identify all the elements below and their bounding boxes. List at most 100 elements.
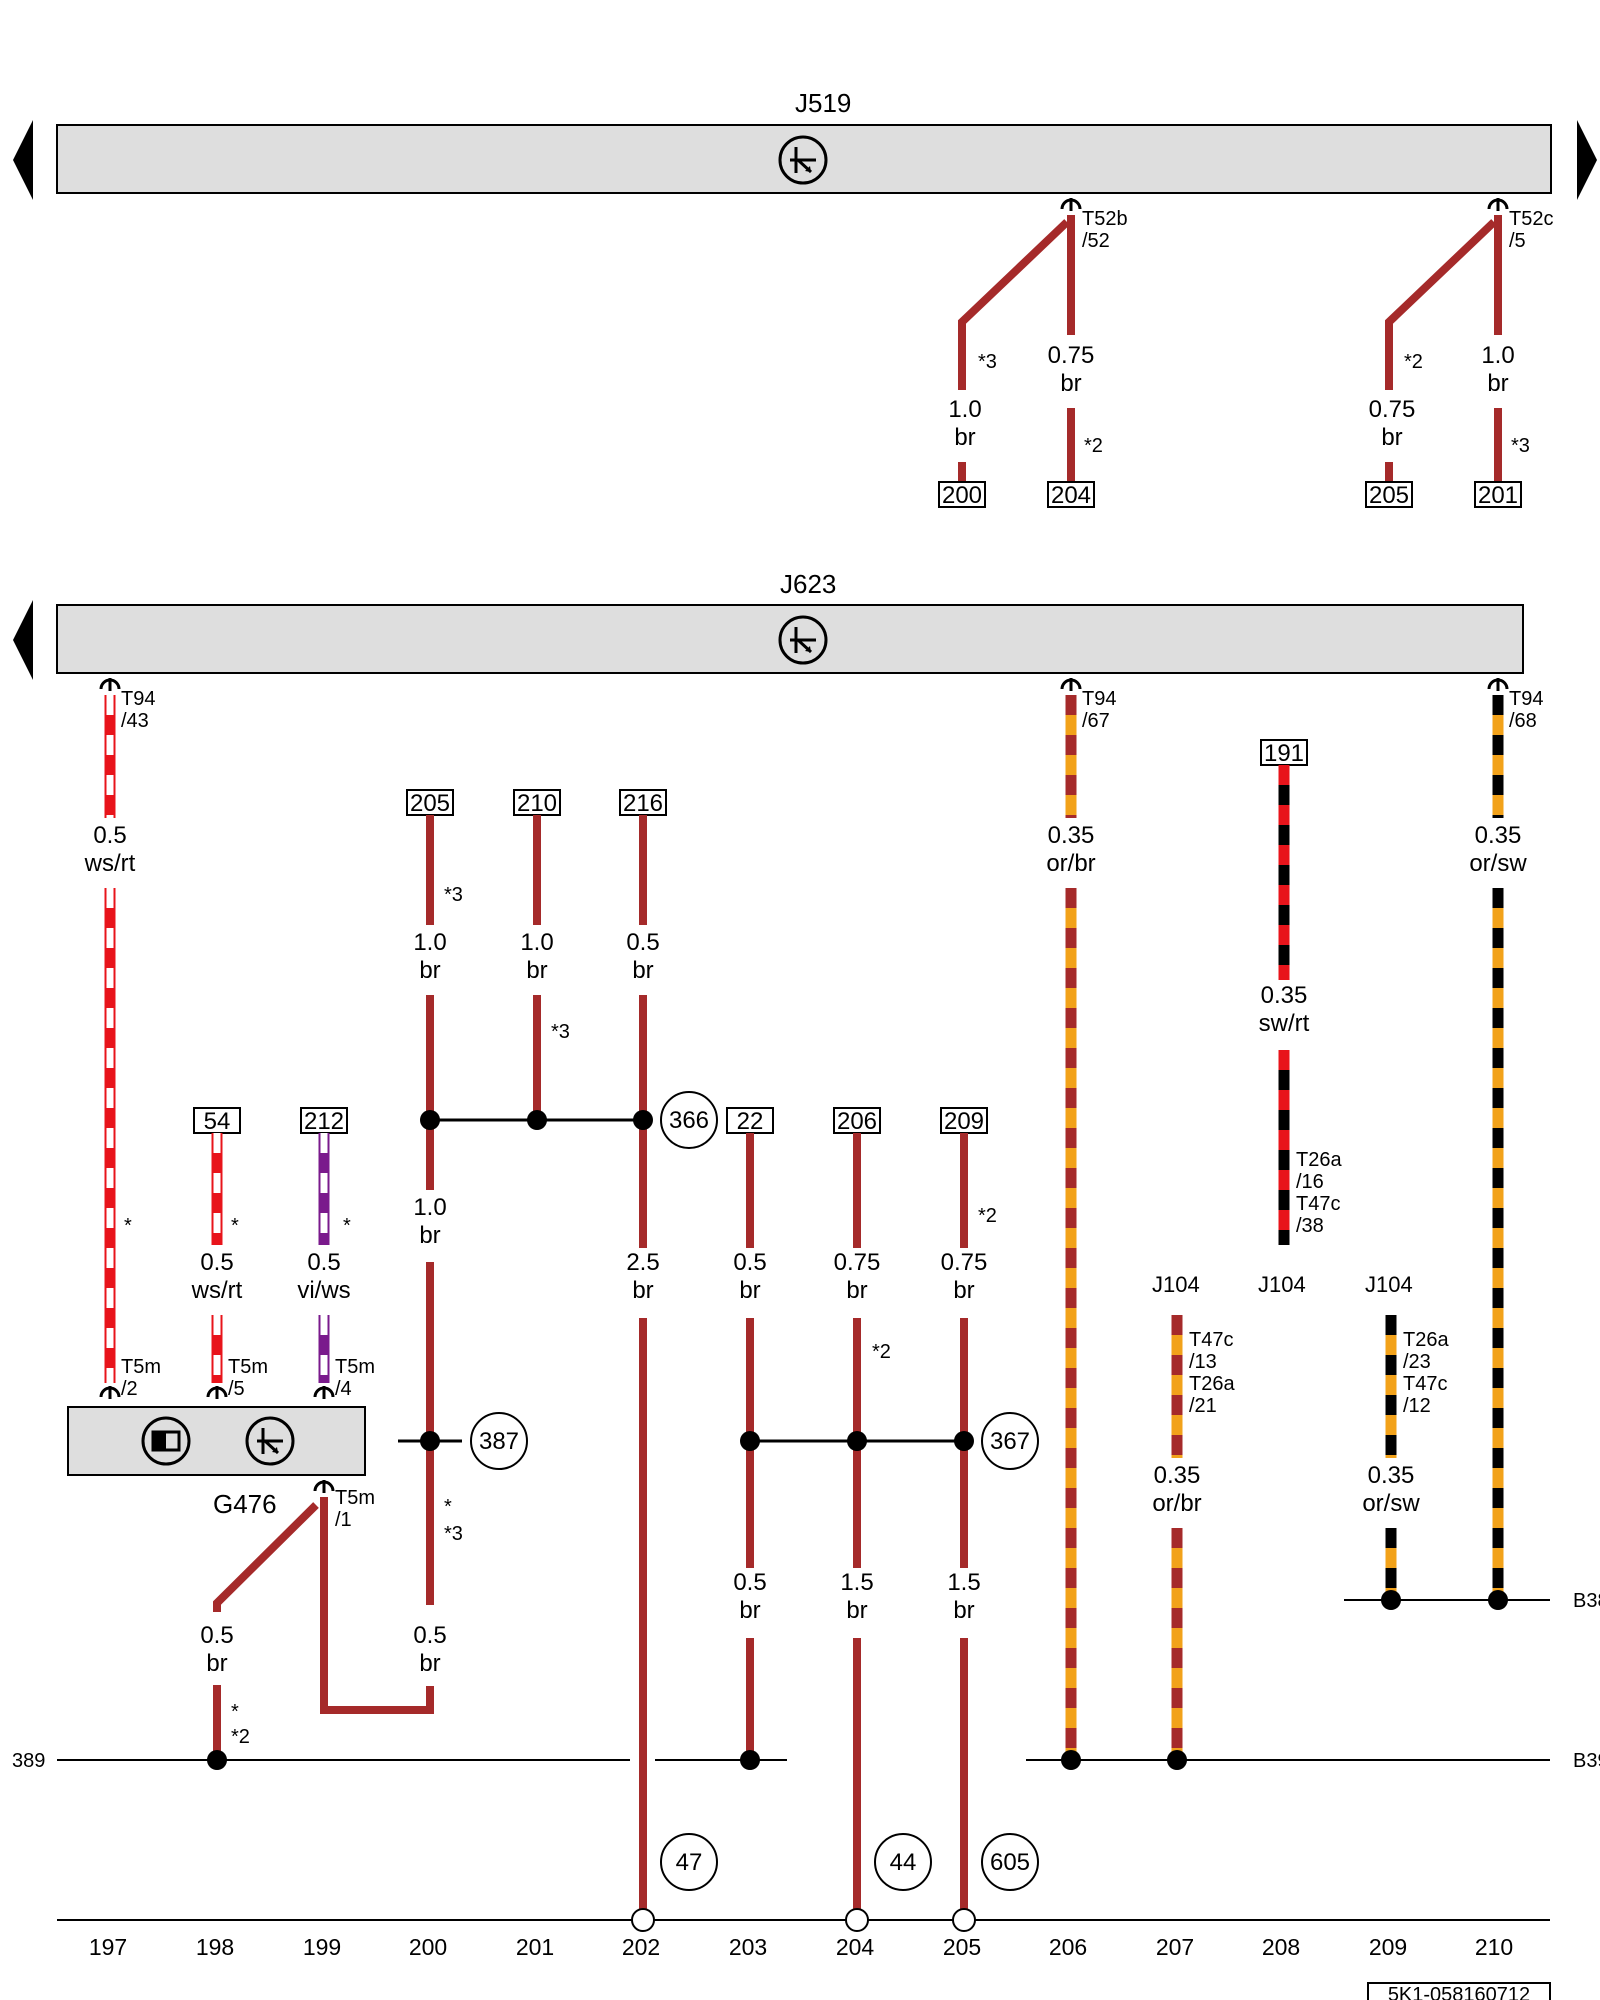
svg-text:205: 205: [1369, 482, 1409, 509]
node-circle: 367: [981, 1412, 1039, 1470]
line-label-b39: B39: [1573, 1750, 1600, 1772]
connector-pin-label: /38: [1296, 1215, 1324, 1237]
wire-size-label: 0.5: [200, 1249, 233, 1276]
footnote-marker: *2: [1084, 435, 1103, 457]
wire-color-label: ws/rt: [191, 1277, 243, 1304]
svg-text:54: 54: [204, 1108, 231, 1135]
ref-box: 191: [1260, 739, 1308, 767]
svg-text:206: 206: [837, 1108, 877, 1135]
wire-color-label: br: [1060, 370, 1081, 397]
column-number: 210: [1475, 1934, 1513, 1960]
footnote-marker: *2: [978, 1205, 997, 1227]
footnote-marker: *: [124, 1215, 132, 1237]
footnote-marker: *3: [444, 884, 463, 906]
wire-size-label: 1.0: [413, 929, 446, 956]
wire-color-label: sw/rt: [1259, 1010, 1310, 1037]
wire-color-label: or/sw: [1362, 1490, 1420, 1517]
wire-size-label: 0.5: [413, 1622, 446, 1649]
connector-pin-label: /67: [1082, 710, 1110, 732]
terminal-open-circle: [952, 1908, 976, 1932]
connector-pin-label: /16: [1296, 1171, 1324, 1193]
wire-color-label: br: [526, 957, 547, 984]
ref-box: 204: [1047, 481, 1095, 509]
wire-size-label: 0.75: [941, 1249, 988, 1276]
wire-color-label: or/br: [1152, 1490, 1201, 1517]
footnote-marker: *2: [1404, 351, 1423, 373]
node-circle: 44: [874, 1833, 932, 1891]
doc-code: 5K1-058160712: [1388, 1984, 1530, 2000]
connector-pin-label: /13: [1189, 1351, 1217, 1373]
connector-pin-label: /43: [121, 710, 149, 732]
splice-point: [740, 1750, 760, 1770]
module-g476-label: G476: [213, 1489, 277, 1519]
footnote-marker: *: [444, 1496, 452, 1518]
svg-text:216: 216: [623, 790, 663, 817]
ref-box: 22: [726, 1107, 774, 1135]
column-number: 204: [836, 1934, 875, 1960]
splice-point: [1488, 1590, 1508, 1610]
connector-label: T26a: [1296, 1149, 1342, 1171]
footnote-marker: *: [231, 1701, 239, 1723]
connector-label: T94: [1509, 688, 1543, 710]
connector-pin-label: /5: [1509, 230, 1526, 252]
svg-text:209: 209: [944, 1108, 984, 1135]
wire-color-label: br: [953, 1277, 974, 1304]
splice-point: [527, 1110, 547, 1130]
wire-size-label: 0.75: [1048, 342, 1095, 369]
wire-g476-to-198: [213, 1502, 319, 1760]
footnote-marker: *: [231, 1215, 239, 1237]
ref-box: 201: [1474, 481, 1522, 509]
wire-size-label: 0.5: [200, 1622, 233, 1649]
connector-label: T26a: [1189, 1373, 1235, 1395]
left-continuation-arrow: [13, 600, 33, 680]
connector-pin-label: /68: [1509, 710, 1537, 732]
column-numbers: 197 198 199 200 201 202 203 204 205 206 …: [89, 1934, 1513, 1960]
connector-pin-label: /1: [335, 1509, 352, 1531]
wire-size-label: 0.5: [733, 1249, 766, 1276]
module-g476: [67, 1406, 366, 1476]
footnote-marker: *: [343, 1215, 351, 1237]
wire-size-label: 0.5: [626, 929, 659, 956]
splice-point: [207, 1750, 227, 1770]
wire-color-label: br: [846, 1277, 867, 1304]
line-label-389: 389: [12, 1750, 45, 1772]
wire-size-label: 1.0: [520, 929, 553, 956]
wire-color-label: br: [632, 957, 653, 984]
footnote-marker: *3: [1511, 435, 1530, 457]
wire-size-label: 0.5: [93, 822, 126, 849]
wire-size-label: 2.5: [626, 1249, 659, 1276]
connector-label: T47c: [1189, 1329, 1233, 1351]
connector-label: T47c: [1403, 1373, 1447, 1395]
right-continuation-arrow: [1577, 120, 1597, 200]
pin-icon: [313, 1384, 335, 1401]
wire-size-label: 1.0: [948, 396, 981, 423]
wire-color-label: ws/rt: [84, 850, 136, 877]
splice-point: [633, 1110, 653, 1130]
connector-pin-label: /5: [228, 1378, 245, 1400]
footnote-marker: *2: [872, 1341, 891, 1363]
pin-icon: [1487, 196, 1509, 213]
wire-color-label: br: [206, 1650, 227, 1677]
column-number: 209: [1369, 1934, 1407, 1960]
connector-label: T94: [121, 688, 155, 710]
module-j104-label: J104: [1152, 1272, 1200, 1297]
splice-point: [1061, 1750, 1081, 1770]
wire-size-label: 1.0: [413, 1194, 446, 1221]
splice-point: [420, 1431, 440, 1451]
column-number: 201: [516, 1934, 554, 1960]
footnote-marker: *3: [551, 1021, 570, 1043]
svg-text:212: 212: [304, 1108, 344, 1135]
footnote-marker: *3: [978, 351, 997, 373]
svg-text:387: 387: [479, 1428, 519, 1455]
wire-color-label: br: [419, 1222, 440, 1249]
ref-box: 205: [406, 789, 454, 817]
wire-color-label: br: [419, 1650, 440, 1677]
connector-pin-label: /4: [335, 1378, 352, 1400]
splice-point: [420, 1110, 440, 1130]
wire-color-label: br: [1487, 370, 1508, 397]
line-label-b38: B38: [1573, 1590, 1600, 1612]
module-j104-label: J104: [1258, 1272, 1306, 1297]
connector-label: T52c: [1509, 208, 1553, 230]
column-number: 206: [1049, 1934, 1087, 1960]
